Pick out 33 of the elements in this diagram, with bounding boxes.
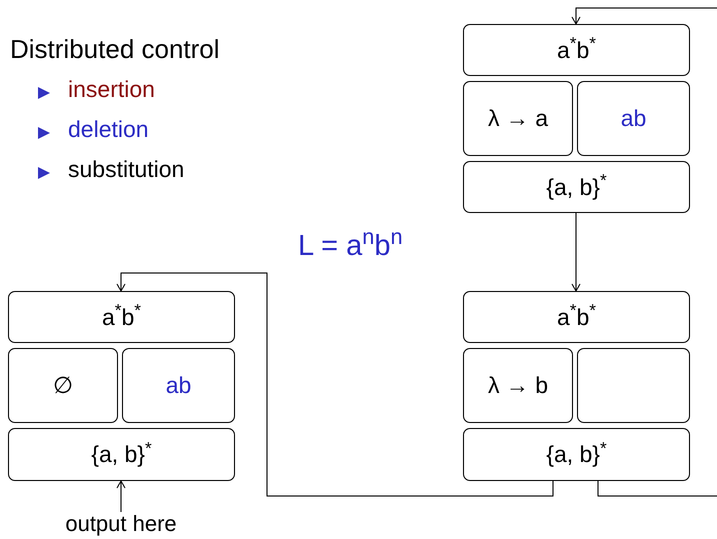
connector-arrow	[572, 8, 717, 24]
connector-arrow	[572, 212, 580, 292]
rounded-box	[8, 348, 118, 423]
formula-text: L = a$^{n}$b$^{n}$	[298, 232, 403, 261]
caption-text: output here	[46, 510, 196, 538]
rounded-box	[577, 348, 690, 423]
box-text: ab	[166, 371, 192, 400]
box-text: a$^{*}$b$^{*}$	[102, 300, 142, 332]
rounded-box	[463, 161, 690, 213]
bullet-text: deletion	[68, 118, 149, 141]
box-text: ∅	[53, 371, 73, 400]
box-text: a$^{*}$b$^{*}$	[556, 300, 596, 332]
heading-text: Distributed control	[10, 36, 220, 62]
box-text: λ → a	[488, 104, 548, 134]
box-text: λ → b	[488, 371, 548, 400]
connector-arrow	[116, 480, 126, 512]
box-text: a$^{*}$b$^{*}$	[556, 32, 596, 65]
bullet-text: substitution	[68, 158, 184, 181]
rounded-box	[8, 428, 235, 481]
rounded-box	[8, 291, 235, 343]
rounded-box	[463, 291, 690, 343]
rounded-box	[463, 81, 573, 156]
box-text: {a, b}$^{*}$	[546, 170, 607, 202]
box-text: ab	[620, 104, 646, 134]
box-text: {a, b}$^{*}$	[91, 437, 152, 470]
rounded-box	[577, 81, 690, 156]
rounded-box	[463, 428, 690, 481]
rounded-box	[463, 24, 690, 76]
rounded-box	[122, 348, 235, 423]
rounded-box	[463, 348, 573, 423]
connector-arrow	[116, 272, 554, 496]
bullet-text: insertion	[68, 78, 155, 101]
box-text: {a, b}$^{*}$	[546, 437, 607, 470]
